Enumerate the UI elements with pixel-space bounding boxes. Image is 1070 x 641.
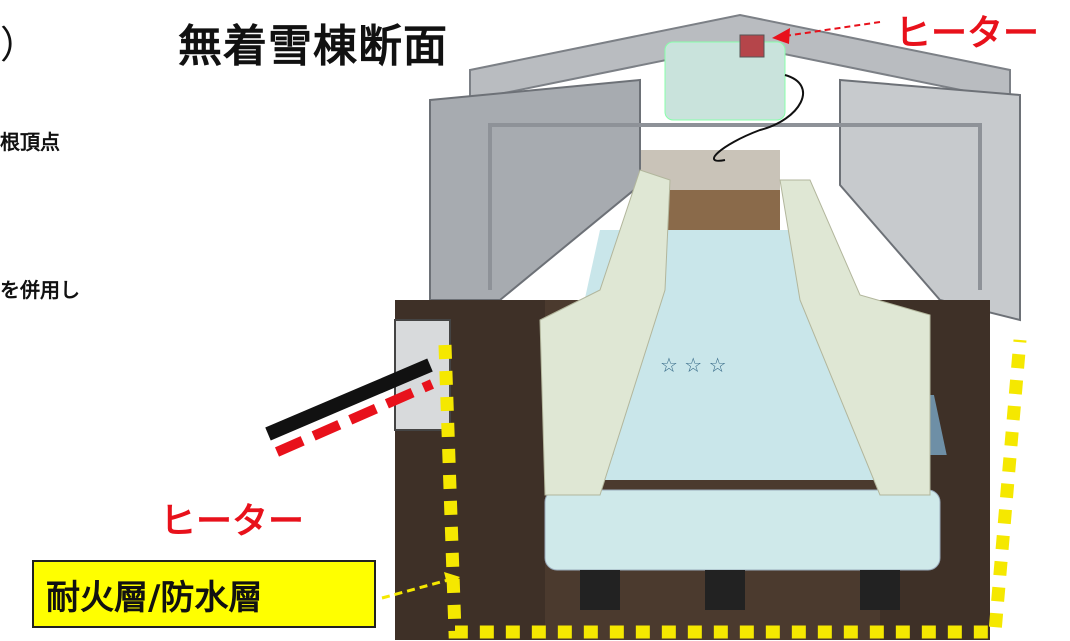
dashed-arrow-left-icon <box>772 21 881 44</box>
heater-label-left: ヒーター <box>160 500 305 542</box>
side-note-1: 根頂点 <box>0 130 60 154</box>
fireproof-waterproof-layer-label: 耐火層/防水層 <box>32 560 376 628</box>
dashed-arrow-right-icon <box>381 572 460 600</box>
heater-label-top: ヒーター <box>895 12 1040 54</box>
open-paren: ） <box>0 23 39 67</box>
side-note-2: を併用し <box>0 278 80 302</box>
svg-text:☆ ☆ ☆: ☆ ☆ ☆ <box>660 353 727 377</box>
page-title: 無着雪棟断面 <box>178 21 448 72</box>
